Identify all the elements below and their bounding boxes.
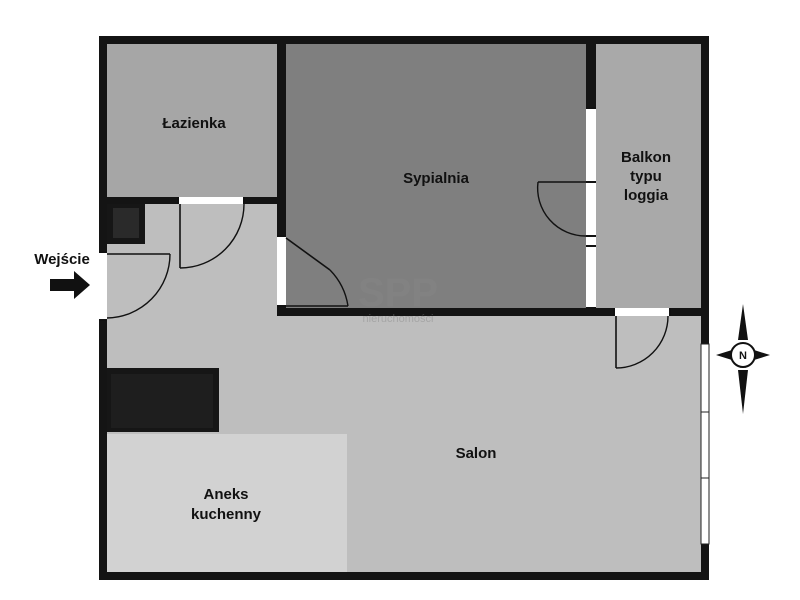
- label-lazienka: Łazienka: [162, 115, 226, 132]
- label-aneks-line2: kuchenny: [191, 506, 262, 523]
- room-lazienka: [107, 44, 277, 197]
- label-sypialnia: Sypialnia: [403, 170, 470, 187]
- room-sypialnia: [286, 44, 586, 308]
- label-salon: Salon: [456, 445, 497, 462]
- room-aneks: [107, 434, 347, 572]
- label-balkon-line3: loggia: [624, 187, 669, 204]
- kitchen-counter-inner: [111, 374, 213, 428]
- window-salon-3: [700, 477, 710, 545]
- label-entrance: Wejście: [34, 251, 90, 268]
- door-swing-balkon-salon: [615, 315, 669, 369]
- compass-icon: [716, 304, 770, 414]
- label-balkon-line1: Balkon: [621, 149, 671, 166]
- door-opening-balkon: [586, 108, 596, 308]
- door-opening-lazienka: [178, 197, 244, 204]
- window-salon-2: [700, 411, 710, 479]
- room-balkon: [596, 44, 701, 309]
- door-swing-balkon: [536, 181, 587, 237]
- label-aneks-line1: Aneks: [203, 486, 248, 503]
- label-balkon-line2: typu: [630, 168, 662, 185]
- wall-sypialnia-bottom: [277, 308, 701, 316]
- wall-lazienka-right: [277, 44, 286, 316]
- door-swing-sypialnia: [329, 269, 349, 307]
- door-leaf-sypialnia: [285, 237, 331, 271]
- entrance-arrow-icon: [50, 271, 90, 299]
- shaft-inner: [113, 208, 139, 238]
- compass-north-label: N: [739, 350, 747, 362]
- door-opening-balkon-salon: [614, 308, 670, 316]
- door-swing-lazienka: [179, 203, 245, 269]
- watermark-subtitle: nieruchomości: [363, 313, 434, 325]
- door-swing-entrance: [106, 253, 171, 319]
- watermark-logo: SPP: [358, 271, 438, 315]
- door-opening-sypialnia: [277, 236, 286, 306]
- door-opening-entrance: [99, 252, 107, 320]
- window-salon-1: [700, 343, 710, 413]
